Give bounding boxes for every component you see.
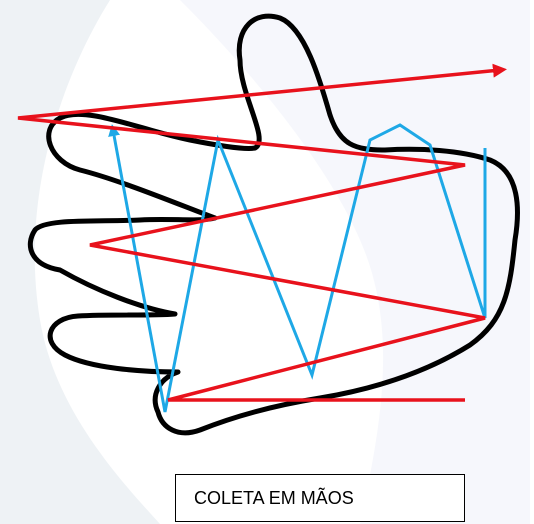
caption-label: COLETA EM MÃOS <box>194 487 354 508</box>
red-zigzag-path <box>17 63 507 402</box>
background-tint-left <box>0 0 160 524</box>
hand-outline-icon <box>27 13 520 436</box>
caption-box: COLETA EM MÃOS <box>175 474 465 522</box>
blue-zigzag-path <box>108 123 487 413</box>
background-tint-right <box>180 0 530 524</box>
